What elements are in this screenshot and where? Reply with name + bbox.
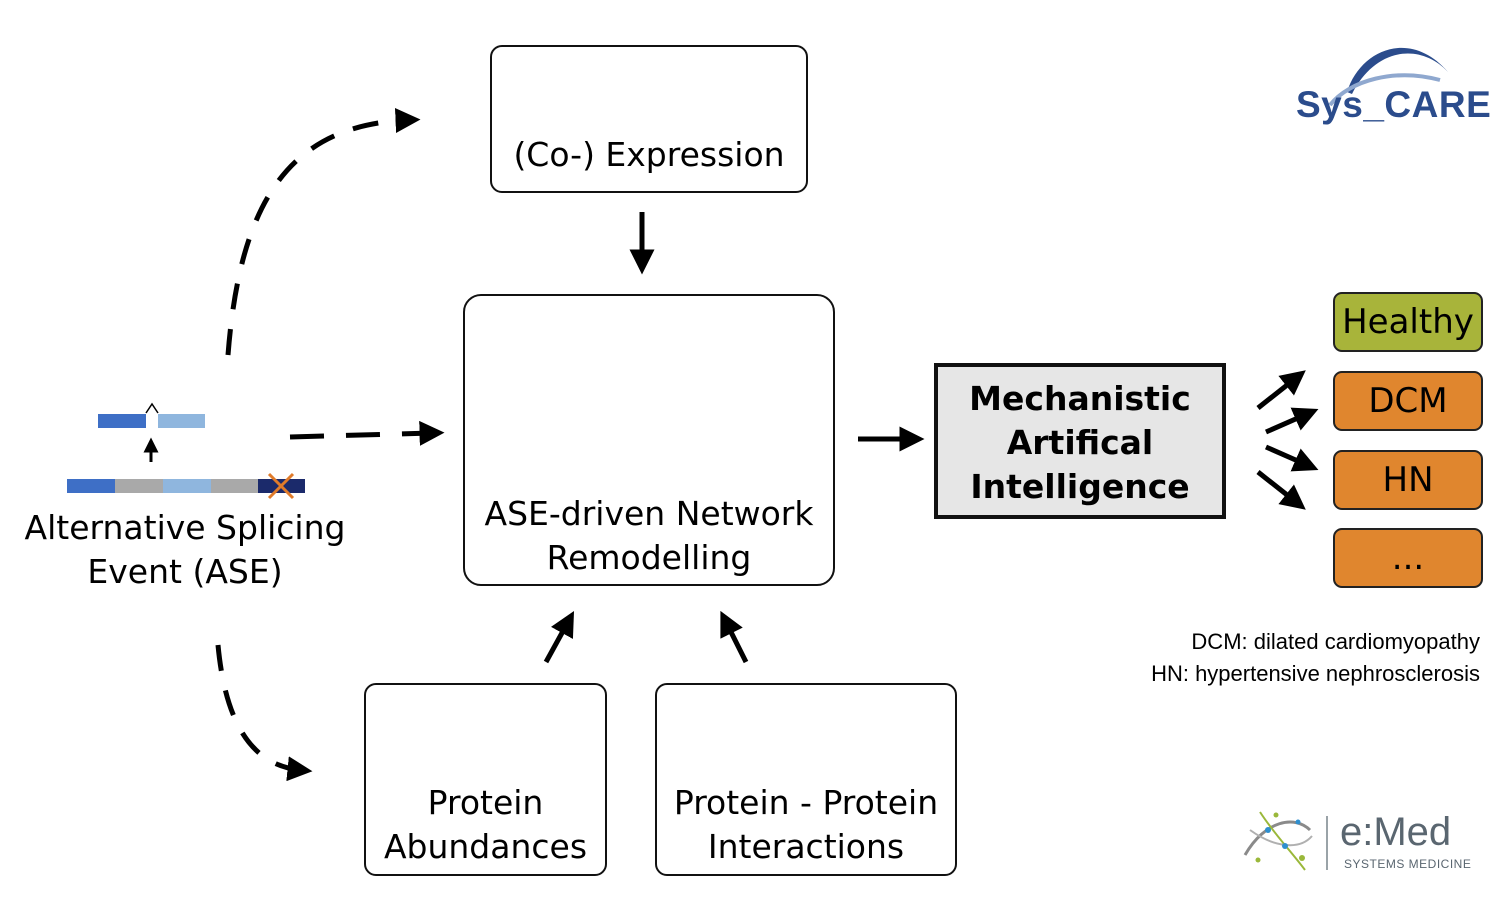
arrow-ase-to-expression (225, 108, 421, 356)
arrow-mai-to-healthy (1256, 370, 1306, 410)
abbreviation-legend: DCM: dilated cardiomyopathy HN: hyperten… (1151, 626, 1480, 690)
arrow-mai-to-dcm (1264, 407, 1319, 435)
spliced-exon-2 (158, 414, 205, 428)
exon-knockout-cross-icon (267, 472, 295, 500)
mai-line3: Intelligence (970, 467, 1190, 506)
splicing-event-graphic (67, 402, 305, 500)
splice-junction-caret (145, 402, 159, 414)
network-box: ASE-driven Network Remodelling (463, 294, 835, 586)
outcome-hn: HN (1333, 450, 1483, 510)
network-label: ASE-driven Network Remodelling (465, 492, 833, 580)
ppi-label-line2: Interactions (707, 827, 905, 866)
expression-box: (Co-) Expression (490, 45, 808, 193)
ppi-box: Protein - Protein Interactions (655, 683, 957, 876)
network-label-line1: ASE-driven Network (484, 494, 814, 533)
gene-intron-1 (115, 479, 163, 493)
mai-line2: Artifical (1006, 423, 1154, 462)
emed-logo-mark (1243, 811, 1328, 871)
abundances-label-line2: Abundances (383, 827, 588, 866)
ppi-label-line1: Protein - Protein (673, 783, 939, 822)
syscare-logo-text: Sys_CARE (1296, 84, 1492, 125)
outcome-more: ... (1333, 528, 1483, 588)
arrow-ase-to-network (289, 420, 445, 446)
ase-label-line1: Alternative Splicing (24, 508, 346, 547)
mai-line1: Mechanistic (969, 379, 1191, 418)
ase-label: Alternative Splicing Event (ASE) (0, 506, 370, 594)
gene-exon-1 (67, 479, 115, 493)
syscare-logo-arc (1328, 47, 1448, 107)
legend-dcm: DCM: dilated cardiomyopathy (1191, 629, 1480, 654)
arrow-abundances-to-network (543, 611, 575, 664)
arrow-ppi-to-network (720, 610, 749, 664)
emed-logo-subtitle: SYSTEMS MEDICINE (1344, 857, 1472, 871)
arrow-mai-to-more (1256, 470, 1306, 510)
ppi-label: Protein - Protein Interactions (657, 781, 955, 869)
abundances-label-line1: Protein (427, 783, 544, 822)
gene-intron-2 (211, 479, 258, 493)
spliced-exon-1 (98, 414, 146, 428)
emed-logo-text: e:Med (1340, 810, 1452, 854)
mai-box: Mechanistic Artifical Intelligence (934, 363, 1226, 519)
abundances-label: Protein Abundances (366, 781, 605, 869)
expression-label: (Co-) Expression (513, 135, 785, 174)
outcome-healthy: Healthy (1333, 292, 1483, 352)
gene-exon-2 (163, 479, 211, 493)
arrow-mai-to-hn (1264, 444, 1319, 472)
network-label-line2: Remodelling (546, 538, 752, 577)
outcome-dcm: DCM (1333, 371, 1483, 431)
ase-label-line2: Event (ASE) (87, 552, 283, 591)
arrow-ase-to-abundances (215, 644, 313, 782)
abundances-box: Protein Abundances (364, 683, 607, 876)
legend-hn: HN: hypertensive nephrosclerosis (1151, 661, 1480, 686)
